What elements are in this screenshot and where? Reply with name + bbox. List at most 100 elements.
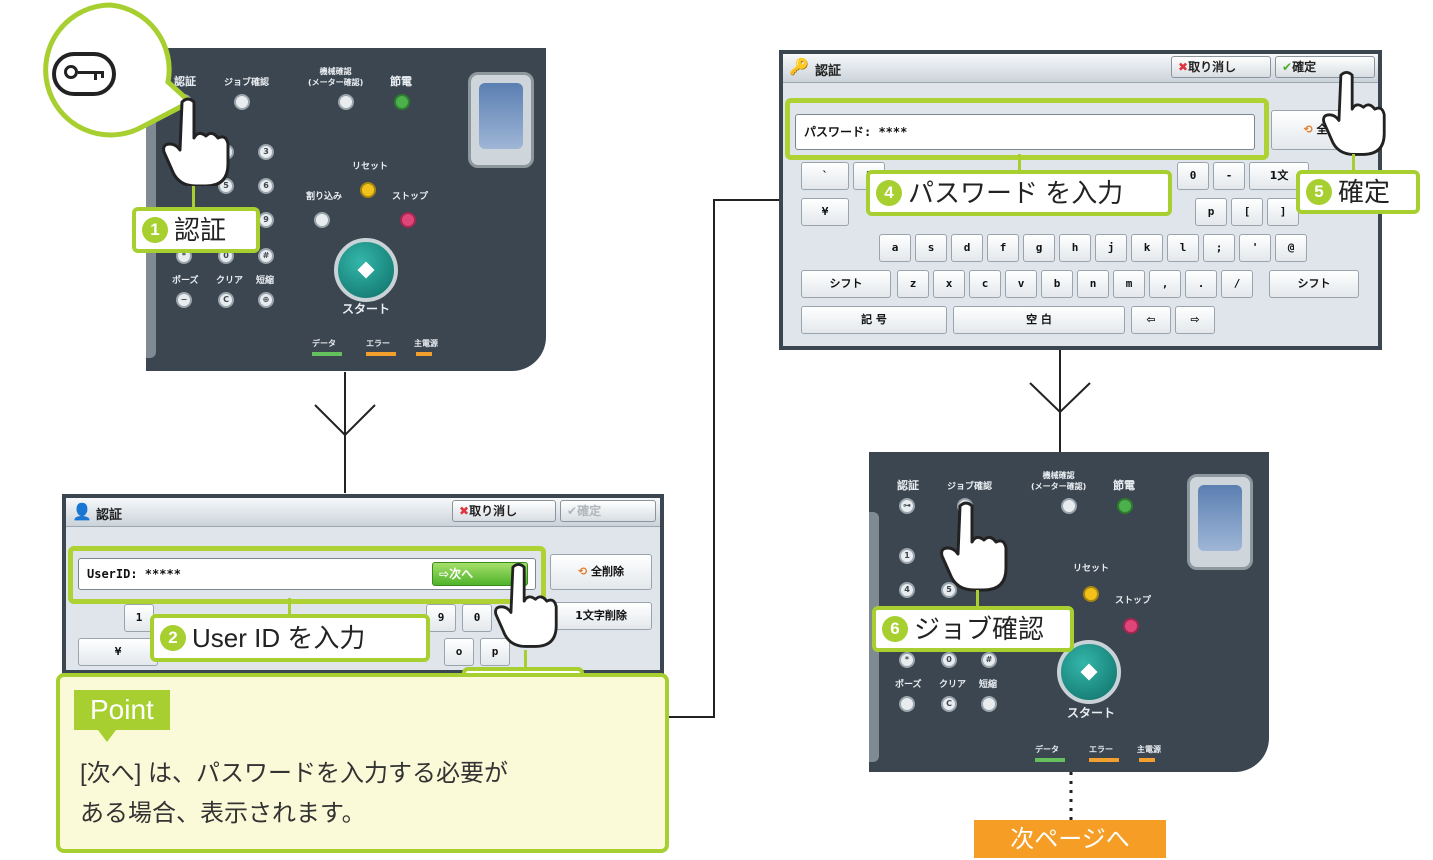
next-page-button[interactable]: 次ページへ [974, 820, 1166, 858]
key-0[interactable]: 0 [1177, 162, 1209, 190]
space-button[interactable]: 空 白 [953, 306, 1125, 334]
key-o[interactable]: o [444, 638, 474, 666]
key-bracket-close[interactable]: ] [1267, 198, 1299, 226]
data-indicator [1035, 758, 1065, 762]
key-k[interactable]: k [1131, 234, 1163, 262]
shift-left-button[interactable]: シフト [801, 270, 891, 298]
key-9[interactable]: 9 [426, 604, 456, 632]
cancel-x-icon: ✖ [459, 504, 470, 518]
key-quote[interactable]: ' [1239, 234, 1271, 262]
key-0[interactable]: 0 [462, 604, 492, 632]
key-z[interactable]: z [897, 270, 929, 298]
auth-button[interactable]: ⊶ [899, 498, 915, 514]
keypad-6[interactable]: 6 [258, 178, 274, 194]
key-yen[interactable]: ¥ [801, 198, 849, 226]
power-saver-button[interactable] [394, 94, 410, 110]
pause-button[interactable]: − [176, 292, 192, 308]
key-v[interactable]: v [1005, 270, 1037, 298]
reset-button[interactable] [1083, 586, 1099, 602]
panel-label-pause: ポーズ [895, 680, 922, 690]
speed-dial-button[interactable] [981, 696, 997, 712]
symbol-button[interactable]: 記 号 [801, 306, 947, 334]
key-comma[interactable]: , [1149, 270, 1181, 298]
key-bracket-open[interactable]: [ [1231, 198, 1263, 226]
id-card-slot [468, 72, 534, 168]
start-button[interactable] [334, 238, 398, 302]
key-a[interactable]: a [879, 234, 911, 262]
key-title-icon: 🔑 [789, 57, 809, 76]
key-at[interactable]: @ [1275, 234, 1307, 262]
cancel-x-icon: ✖ [1178, 60, 1189, 74]
keypad-4[interactable]: 4 [899, 582, 915, 598]
power-saver-button[interactable] [1117, 498, 1133, 514]
machine-status-button[interactable] [338, 94, 354, 110]
key-yen[interactable]: ¥ [78, 638, 158, 666]
step-number-6: 6 [882, 616, 908, 643]
screen-titlebar: 🔑 認証 ✖取り消し ✔確定 [783, 54, 1378, 83]
keypad-5[interactable]: 5 [941, 582, 957, 598]
key-s[interactable]: s [915, 234, 947, 262]
key-b[interactable]: b [1041, 270, 1073, 298]
clear-all-icon: ⟲ [1303, 123, 1313, 136]
key-backtick[interactable]: ` [801, 162, 849, 190]
key-h[interactable]: h [1059, 234, 1091, 262]
indicator-label-data: データ [1035, 745, 1059, 754]
clear-all-button[interactable]: ⟲ 全削除 [550, 554, 652, 590]
job-status-button[interactable] [234, 94, 250, 110]
confirm-button[interactable]: ✔確定 [560, 500, 656, 522]
keypad-hash[interactable]: # [981, 652, 997, 668]
key-x[interactable]: x [933, 270, 965, 298]
step-text-4: パスワード を入力 [908, 178, 1124, 208]
key-f[interactable]: f [987, 234, 1019, 262]
step-text-6: ジョブ確認 [914, 614, 1045, 644]
indicator-label-error: エラー [1089, 745, 1113, 754]
step-number-2: 2 [160, 625, 186, 652]
keypad-hash[interactable]: # [258, 248, 274, 264]
cancel-button[interactable]: ✖取り消し [452, 500, 556, 522]
panel-label-stop: ストップ [392, 192, 429, 202]
keypad-9[interactable]: 9 [258, 212, 274, 228]
callout-line-2 [288, 598, 291, 616]
machine-status-button[interactable] [1061, 498, 1077, 514]
keypad-star[interactable]: * [899, 652, 915, 668]
keypad-1[interactable]: 1 [899, 548, 915, 564]
panel-label-pause: ポーズ [172, 276, 199, 286]
speed-dial-button[interactable]: ⊕ [258, 292, 274, 308]
keypad-3[interactable]: 3 [258, 144, 274, 160]
start-button[interactable] [1057, 640, 1121, 704]
key-g[interactable]: g [1023, 234, 1055, 262]
cursor-left-button[interactable]: ⇦ [1131, 306, 1171, 334]
delete-one-char-button[interactable]: 1文字削除 [550, 602, 652, 630]
key-p[interactable]: p [480, 638, 510, 666]
key-c[interactable]: c [969, 270, 1001, 298]
check-icon: ✔ [567, 504, 578, 518]
key-slash[interactable]: / [1221, 270, 1253, 298]
keypad-0[interactable]: 0 [941, 652, 957, 668]
cursor-right-button[interactable]: ⇨ [1175, 306, 1215, 334]
key-j[interactable]: j [1095, 234, 1127, 262]
key-n[interactable]: n [1077, 270, 1109, 298]
clear-button[interactable]: C [941, 696, 957, 712]
key-l[interactable]: l [1167, 234, 1199, 262]
indicator-label-main-power: 主電源 [414, 339, 438, 348]
password-input[interactable]: パスワード: **** [795, 114, 1255, 150]
clear-button[interactable]: C [218, 292, 234, 308]
pause-button[interactable] [899, 696, 915, 712]
reset-button[interactable] [360, 182, 376, 198]
key-minus[interactable]: - [1213, 162, 1245, 190]
panel-label-reset: リセット [1073, 564, 1110, 574]
key-d[interactable]: d [951, 234, 983, 262]
cancel-button[interactable]: ✖取り消し [1171, 56, 1271, 78]
interrupt-button[interactable] [314, 212, 330, 228]
key-period[interactable]: . [1185, 270, 1217, 298]
key-m[interactable]: m [1113, 270, 1145, 298]
check-icon: ✔ [1282, 60, 1293, 74]
shift-right-button[interactable]: シフト [1269, 270, 1359, 298]
key-semicolon[interactable]: ; [1203, 234, 1235, 262]
stop-button[interactable] [400, 212, 416, 228]
stop-button[interactable] [1123, 618, 1139, 634]
key-p[interactable]: p [1195, 198, 1227, 226]
